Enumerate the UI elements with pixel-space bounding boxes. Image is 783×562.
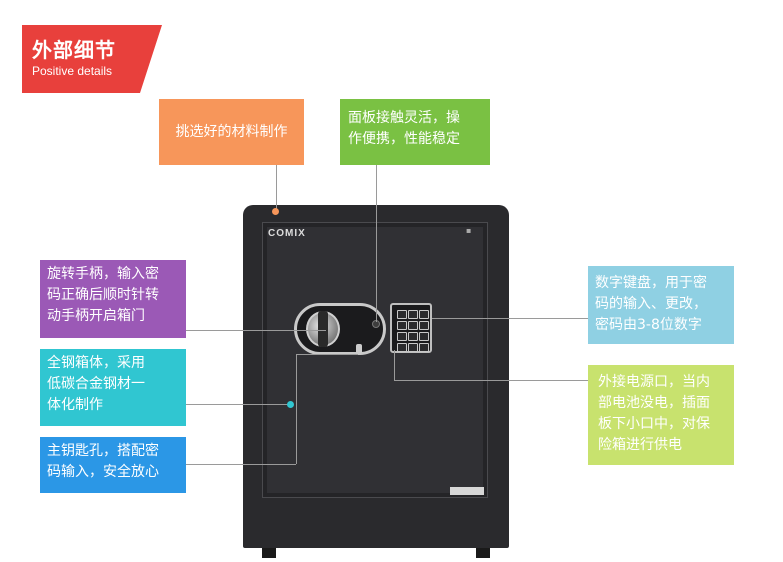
key-6[interactable] (419, 321, 429, 330)
key-0[interactable] (408, 343, 418, 352)
key-9[interactable] (419, 332, 429, 341)
callout-key-line: 码输入，安全放心 (47, 464, 159, 480)
key-star[interactable] (397, 343, 407, 352)
callout-keypad-line: 密码由3-8位数字 (595, 317, 702, 333)
ribbon-shape (22, 25, 162, 93)
callout-handle-line: 动手柄开启箱门 (47, 308, 145, 324)
leader-line-power-h (394, 380, 588, 381)
safe-foot-right (476, 548, 490, 558)
key-5[interactable] (408, 321, 418, 330)
key-7[interactable] (397, 332, 407, 341)
header-ribbon (22, 25, 162, 93)
leader-line-key-top (296, 354, 358, 355)
leader-dot-material (272, 208, 279, 215)
leader-line-keypad (432, 318, 588, 319)
key-8[interactable] (408, 332, 418, 341)
callout-panel-line: 面板接触灵活，操 (348, 110, 460, 126)
callout-panel: 面板接触灵活，操 作便携，性能稳定 (340, 99, 490, 165)
callout-power-line: 险箱进行供电 (598, 437, 682, 453)
leader-line-material (276, 165, 277, 210)
callout-body-line: 体化制作 (47, 397, 103, 413)
callout-material-text: 挑选好的材料制作 (175, 123, 288, 140)
leader-line-power-v (394, 350, 395, 380)
leader-line-handle (186, 330, 326, 331)
key-3[interactable] (419, 310, 429, 319)
key-1[interactable] (397, 310, 407, 319)
leader-line-key-v (296, 354, 297, 464)
brand-logo: COMIX (268, 228, 306, 239)
keypad-icon[interactable] (390, 303, 432, 353)
callout-keypad: 数字键盘，用于密 码的输入、更改， 密码由3-8位数字 (588, 266, 734, 344)
callout-power: 外接电源口，当内 部电池没电，插面 板下小口中，对保 险箱进行供电 (588, 365, 734, 465)
leader-dot-body (287, 401, 294, 408)
callout-power-line: 板下小口中，对保 (598, 416, 710, 432)
callout-handle-line: 码正确后顺时针转 (47, 287, 159, 303)
page-subtitle: Positive details (32, 64, 113, 78)
leader-line-body (186, 404, 290, 405)
callout-handle-line: 旋转手柄，输入密 (47, 266, 159, 282)
safe-foot-left (262, 548, 276, 558)
handle-grip[interactable] (318, 311, 328, 347)
callout-handle: 旋转手柄，输入密 码正确后顺时针转 动手柄开启箱门 (40, 260, 186, 338)
serial-label (450, 487, 484, 495)
leader-line-key-h (186, 464, 296, 465)
brand-mark-icon: ▪ (466, 226, 472, 235)
callout-key-line: 主钥匙孔，搭配密 (47, 443, 159, 459)
safe-door (262, 222, 488, 498)
key-2[interactable] (408, 310, 418, 319)
handle-plate (294, 303, 386, 355)
page-title: 外部细节 (32, 38, 116, 62)
keyhole-icon[interactable] (356, 344, 362, 354)
callout-power-line: 部电池没电，插面 (598, 395, 710, 411)
callout-power-line: 外接电源口，当内 (598, 374, 710, 390)
callout-key: 主钥匙孔，搭配密 码输入，安全放心 (40, 437, 186, 493)
callout-material: 挑选好的材料制作 (159, 99, 304, 165)
key-hash[interactable] (419, 343, 429, 352)
callout-body-line: 全钢箱体，采用 (47, 355, 145, 371)
callout-keypad-line: 数字键盘，用于密 (595, 275, 707, 291)
callout-panel-line: 作便携，性能稳定 (348, 131, 460, 147)
callout-keypad-line: 码的输入、更改， (595, 296, 707, 312)
leader-line-panel (376, 165, 377, 322)
callout-body-line: 低碳合金钢材一 (47, 376, 145, 392)
callout-body: 全钢箱体，采用 低碳合金钢材一 体化制作 (40, 349, 186, 426)
key-4[interactable] (397, 321, 407, 330)
